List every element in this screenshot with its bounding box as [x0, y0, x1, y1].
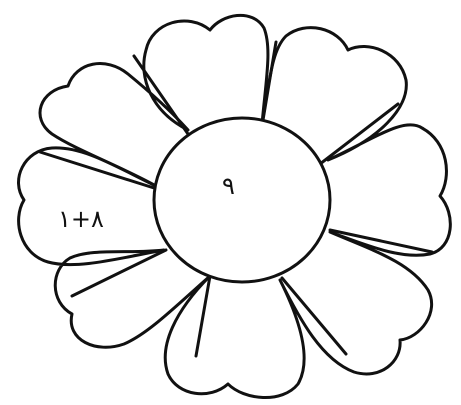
- flower-center: [154, 118, 330, 282]
- center-number: ٩: [222, 174, 235, 198]
- petal-expression[interactable]: ٨+١: [58, 207, 104, 231]
